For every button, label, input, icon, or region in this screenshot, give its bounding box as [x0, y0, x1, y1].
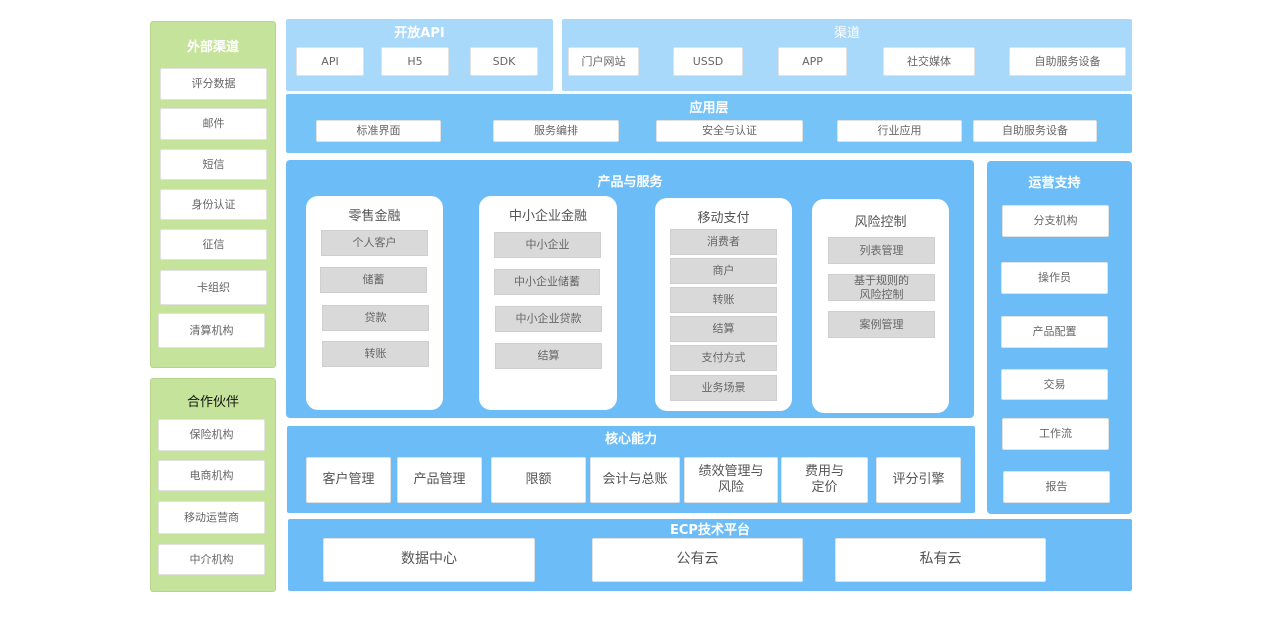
products-panel: 产品与服务 零售金融 个人客户 储蓄 贷款 转账 中小企业金融 中小企业 中小企… — [286, 160, 974, 418]
core-item[interactable]: 限额 — [491, 457, 586, 503]
external-channels-panel: 外部渠道 评分数据 邮件 短信 身份认证 征信 卡组织 清算机构 — [150, 21, 276, 368]
application-layer-panel: 应用层 标准界面 服务编排 安全与认证 行业应用 自助服务设备 — [286, 94, 1132, 153]
ecp-item[interactable]: 数据中心 — [323, 538, 535, 582]
external-item[interactable]: 身份认证 — [160, 189, 267, 220]
card-title: 零售金融 — [348, 209, 401, 224]
ecp-platform-title: ECP技术平台 — [670, 523, 750, 538]
operations-item[interactable]: 工作流 — [1002, 418, 1109, 450]
partners-panel: 合作伙伴 保险机构 电商机构 移动运营商 中介机构 — [150, 378, 276, 592]
product-item[interactable]: 案例管理 — [828, 311, 935, 338]
partner-item[interactable]: 中介机构 — [158, 544, 265, 575]
core-capabilities-title: 核心能力 — [604, 432, 657, 447]
product-item[interactable]: 中小企业储蓄 — [494, 269, 600, 295]
open-api-item[interactable]: H5 — [381, 47, 449, 76]
card-risk-control: 风险控制 列表管理 基于规则的 风险控制 案例管理 — [812, 199, 949, 413]
partner-item[interactable]: 保险机构 — [158, 419, 265, 451]
product-item[interactable]: 结算 — [670, 316, 777, 342]
open-api-panel: 开放API API H5 SDK — [286, 19, 553, 91]
operations-item[interactable]: 报告 — [1003, 471, 1110, 503]
external-item[interactable]: 清算机构 — [158, 313, 265, 348]
external-channels-title: 外部渠道 — [186, 40, 239, 55]
core-item[interactable]: 费用与 定价 — [781, 457, 868, 503]
channel-item[interactable]: APP — [778, 47, 847, 76]
operations-panel: 运营支持 分支机构 操作员 产品配置 交易 工作流 报告 — [987, 161, 1132, 514]
product-item[interactable]: 列表管理 — [828, 237, 935, 264]
ecp-platform-panel: ECP技术平台 数据中心 公有云 私有云 — [288, 519, 1132, 591]
product-item[interactable]: 商户 — [670, 258, 777, 284]
ecp-item[interactable]: 公有云 — [592, 538, 803, 582]
product-item[interactable]: 储蓄 — [320, 267, 427, 293]
core-item[interactable]: 评分引擎 — [876, 457, 961, 503]
open-api-item[interactable]: SDK — [470, 47, 538, 76]
app-layer-item[interactable]: 自助服务设备 — [973, 120, 1097, 142]
product-item[interactable]: 基于规则的 风险控制 — [828, 274, 935, 301]
product-item[interactable]: 个人客户 — [321, 230, 428, 256]
app-layer-item[interactable]: 行业应用 — [837, 120, 962, 142]
product-item[interactable]: 转账 — [322, 341, 429, 367]
card-retail-finance: 零售金融 个人客户 储蓄 贷款 转账 — [306, 196, 443, 410]
external-item[interactable]: 评分数据 — [160, 68, 267, 100]
partners-title: 合作伙伴 — [186, 395, 239, 410]
card-title: 移动支付 — [697, 211, 750, 226]
open-api-item[interactable]: API — [296, 47, 364, 76]
product-item[interactable]: 支付方式 — [670, 345, 777, 371]
external-item[interactable]: 短信 — [160, 149, 267, 180]
core-item[interactable]: 会计与总账 — [590, 457, 680, 503]
channel-item[interactable]: USSD — [673, 47, 743, 76]
card-title: 风险控制 — [854, 215, 907, 230]
partner-item[interactable]: 电商机构 — [158, 460, 265, 491]
channels-title: 渠道 — [833, 26, 860, 41]
core-item[interactable]: 客户管理 — [306, 457, 391, 503]
operations-item[interactable]: 操作员 — [1001, 262, 1108, 294]
card-sme-finance: 中小企业金融 中小企业 中小企业储蓄 中小企业贷款 结算 — [479, 196, 617, 410]
core-capabilities-panel: 核心能力 客户管理 产品管理 限额 会计与总账 绩效管理与 风险 费用与 定价 … — [287, 426, 975, 513]
operations-item[interactable]: 交易 — [1001, 369, 1108, 400]
channel-item[interactable]: 门户网站 — [568, 47, 639, 76]
external-item[interactable]: 卡组织 — [160, 270, 267, 305]
core-item[interactable]: 绩效管理与 风险 — [684, 457, 778, 503]
operations-item[interactable]: 分支机构 — [1002, 205, 1109, 237]
channel-item[interactable]: 自助服务设备 — [1009, 47, 1126, 76]
core-item[interactable]: 产品管理 — [397, 457, 482, 503]
app-layer-item[interactable]: 安全与认证 — [656, 120, 803, 142]
external-item[interactable]: 邮件 — [160, 108, 267, 140]
product-item[interactable]: 中小企业贷款 — [495, 306, 602, 332]
product-item[interactable]: 结算 — [495, 343, 602, 369]
operations-title: 运营支持 — [1028, 176, 1081, 191]
app-layer-item[interactable]: 服务编排 — [493, 120, 619, 142]
external-item[interactable]: 征信 — [160, 229, 267, 260]
application-layer-title: 应用层 — [689, 101, 729, 116]
partner-item[interactable]: 移动运营商 — [158, 501, 265, 534]
ecp-item[interactable]: 私有云 — [835, 538, 1046, 582]
product-item[interactable]: 中小企业 — [494, 232, 601, 258]
channel-item[interactable]: 社交媒体 — [883, 47, 975, 76]
card-mobile-payment: 移动支付 消费者 商户 转账 结算 支付方式 业务场景 — [655, 198, 792, 411]
operations-item[interactable]: 产品配置 — [1001, 316, 1108, 348]
card-title: 中小企业金融 — [508, 209, 587, 224]
product-item[interactable]: 转账 — [670, 287, 777, 313]
product-item[interactable]: 业务场景 — [670, 375, 777, 401]
products-title: 产品与服务 — [597, 175, 663, 190]
app-layer-item[interactable]: 标准界面 — [316, 120, 441, 142]
product-item[interactable]: 贷款 — [322, 305, 429, 331]
product-item[interactable]: 消费者 — [670, 229, 777, 255]
open-api-title: 开放API — [394, 26, 445, 41]
channels-panel: 渠道 门户网站 USSD APP 社交媒体 自助服务设备 — [562, 19, 1132, 91]
